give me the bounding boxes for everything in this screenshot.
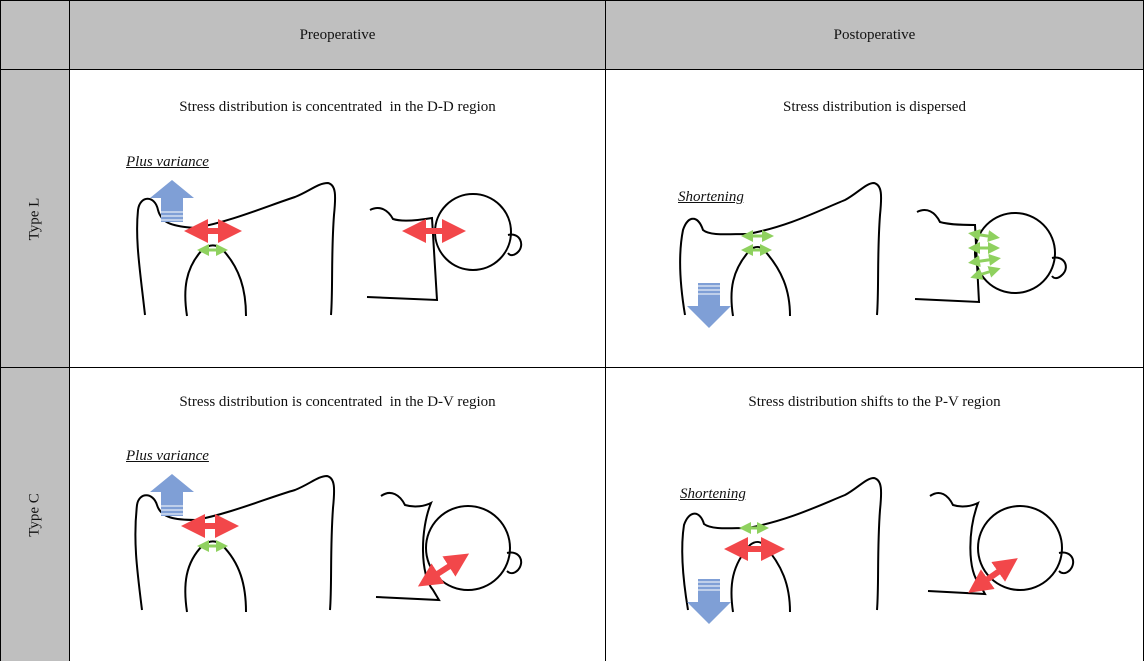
- blue-arrow-down-l: [687, 283, 731, 328]
- blue-arrow-up-c: [150, 474, 194, 516]
- type-c-post-wrist: [682, 478, 1073, 612]
- green-arrow-l-post-3: [974, 234, 994, 237]
- type-l-pre-wrist: [137, 183, 521, 316]
- type-c-pre-wrist: [135, 476, 521, 612]
- type-l-post-wrist: [680, 183, 1066, 316]
- type-c-post-arrows: [687, 528, 1008, 624]
- blue-arrow-down-c: [687, 579, 731, 624]
- type-l-pre-arrows: [150, 180, 454, 250]
- type-c-pre-arrows: [150, 474, 459, 580]
- blue-arrow-up-l: [150, 180, 194, 222]
